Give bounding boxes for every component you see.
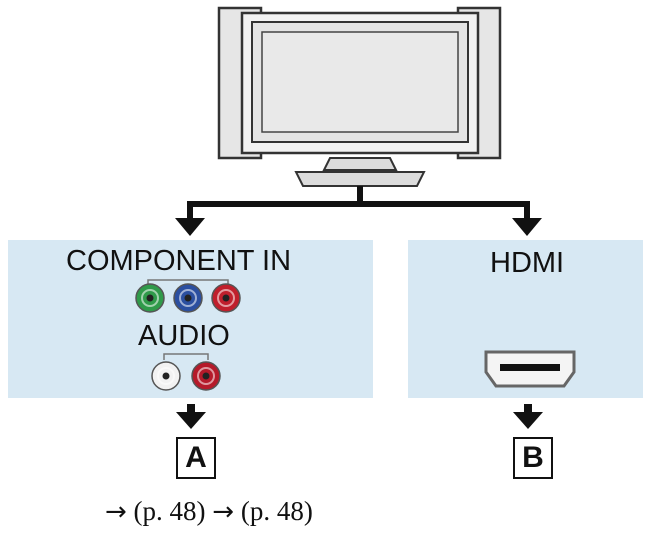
reference-link-b[interactable]: (p. 48) bbox=[240, 496, 313, 526]
arrow-down-icon bbox=[175, 218, 205, 236]
rca-jack-hole bbox=[202, 372, 210, 380]
rca-jack-ring bbox=[179, 289, 197, 307]
arrow-down-icon bbox=[512, 218, 542, 236]
rca-jack-ring bbox=[197, 367, 215, 385]
component-jacks bbox=[135, 283, 241, 313]
audio-jacks bbox=[151, 361, 221, 391]
arrow-right-icon: → bbox=[105, 497, 127, 527]
page-references: → (p. 48) → (p. 48) bbox=[105, 496, 313, 527]
rca-jack-hole bbox=[222, 294, 230, 302]
tv-icon bbox=[217, 6, 502, 187]
component-bracket bbox=[147, 279, 229, 286]
label-b-box: B bbox=[513, 437, 553, 479]
audio-bracket bbox=[163, 353, 209, 360]
component-in-label: COMPONENT IN bbox=[66, 245, 292, 277]
hdmi-label: HDMI bbox=[490, 247, 565, 279]
audio-label: AUDIO bbox=[138, 320, 230, 352]
rca-jack-ring bbox=[217, 289, 235, 307]
arrow-right-icon: → bbox=[212, 497, 235, 527]
rca-jack-hole bbox=[146, 294, 154, 302]
rca-jack-hole bbox=[162, 372, 170, 380]
arrow-down-icon bbox=[513, 404, 543, 429]
component-panel bbox=[8, 240, 373, 398]
label-a-box: A bbox=[176, 437, 216, 479]
rca-jack-hole bbox=[184, 294, 192, 302]
arrow-down-icon bbox=[176, 404, 206, 429]
rca-jack-ring bbox=[141, 289, 159, 307]
reference-link-a[interactable]: (p. 48) bbox=[133, 496, 206, 526]
hdmi-port-icon bbox=[484, 350, 576, 388]
rca-jack-ring bbox=[157, 367, 175, 385]
